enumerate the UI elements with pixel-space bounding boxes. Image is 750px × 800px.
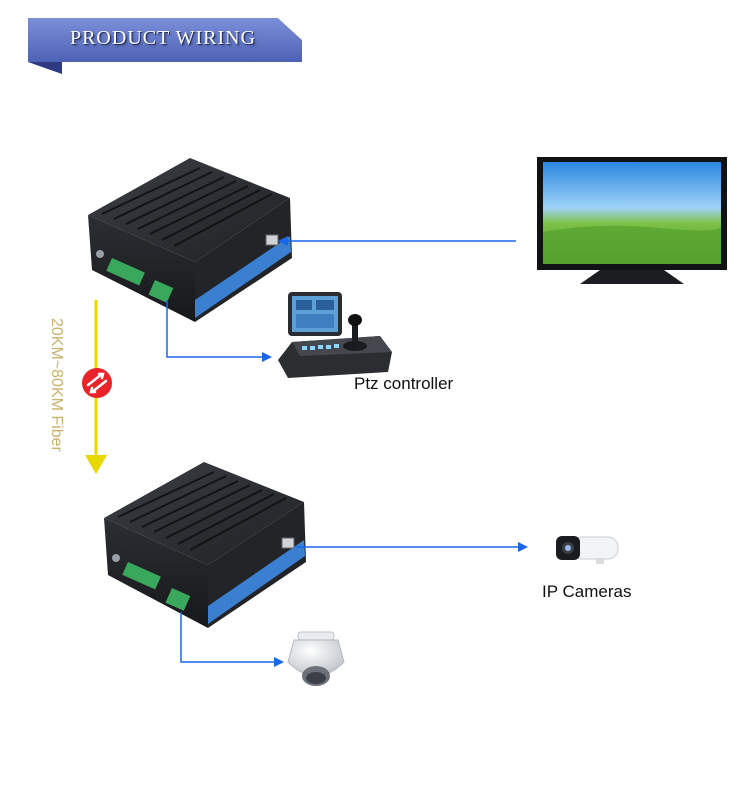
- fiber-switch-top: [88, 158, 292, 322]
- fiber-switch-bottom: [104, 462, 306, 628]
- banner-title: PRODUCT WIRING: [69, 27, 257, 49]
- ip-camera: [556, 536, 619, 564]
- ptz-controller: [278, 292, 392, 378]
- fiber-link: [82, 300, 112, 474]
- product-wiring-banner: PRODUCT WIRING: [28, 18, 302, 74]
- ip-cameras-label: IP Cameras: [542, 582, 632, 601]
- ptz-controller-label: Ptz controller: [354, 374, 454, 393]
- tv-monitor: [537, 157, 727, 284]
- switch-to-ptz-line: [166, 300, 272, 362]
- banner-shape: [28, 18, 302, 74]
- dome-camera: [287, 631, 345, 686]
- fiber-badge-icon: [82, 368, 112, 398]
- fiber-distance-label: 20KM~80KM Fiber: [48, 318, 65, 452]
- switch-to-dome-line: [180, 612, 284, 667]
